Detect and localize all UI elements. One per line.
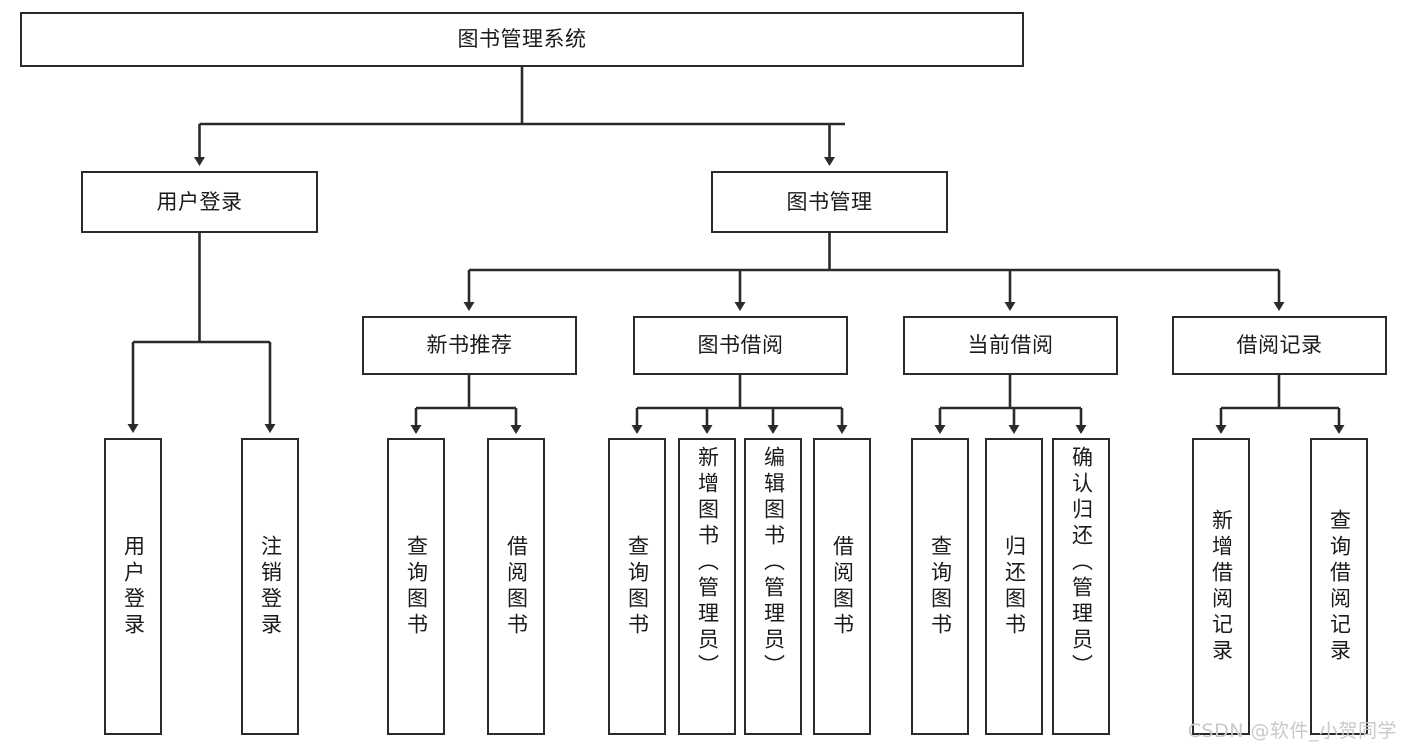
leaf-borrow-book-label: 借阅图书 bbox=[830, 534, 855, 639]
node-book-management-label: 图书管理 bbox=[786, 189, 873, 214]
leaf-logout-label: 注销登录 bbox=[258, 534, 283, 639]
node-new-book-recommend[interactable]: 新书推荐 bbox=[362, 316, 577, 375]
node-new-book-recommend-label: 新书推荐 bbox=[426, 333, 513, 358]
leaf-query-book-current[interactable]: 查询图书 bbox=[911, 438, 969, 735]
leaf-logout[interactable]: 注销登录 bbox=[241, 438, 299, 735]
leaf-query-book-borrow[interactable]: 查询图书 bbox=[608, 438, 666, 735]
edges-new-book-recommend-to-leaves bbox=[410, 375, 522, 434]
edges-user-login-to-leaves bbox=[127, 233, 276, 433]
leaf-query-book-new[interactable]: 查询图书 bbox=[387, 438, 445, 735]
node-book-borrow-label: 图书借阅 bbox=[697, 333, 784, 358]
leaf-return-book-label: 归还图书 bbox=[1002, 534, 1027, 639]
leaf-borrow-book-new-label: 借阅图书 bbox=[504, 534, 529, 639]
leaf-query-book-new-label: 查询图书 bbox=[404, 534, 429, 639]
leaf-confirm-return-admin[interactable]: 确认归还（管理员） bbox=[1052, 438, 1110, 735]
edges-root-to-level2 bbox=[194, 67, 845, 166]
edges-book-management-to-level3 bbox=[463, 233, 1285, 311]
node-current-borrow-label: 当前借阅 bbox=[967, 333, 1054, 358]
edges-book-borrow-to-leaves bbox=[631, 375, 848, 434]
edges-current-borrow-to-leaves bbox=[934, 375, 1087, 434]
leaf-add-borrow-record-label: 新增借阅记录 bbox=[1209, 508, 1234, 665]
node-root[interactable]: 图书管理系统 bbox=[20, 12, 1024, 67]
node-borrow-records-label: 借阅记录 bbox=[1236, 333, 1323, 358]
leaf-query-book-borrow-label: 查询图书 bbox=[625, 534, 650, 639]
leaf-query-borrow-record[interactable]: 查询借阅记录 bbox=[1310, 438, 1368, 735]
leaf-edit-book-admin[interactable]: 编辑图书（管理员） bbox=[744, 438, 802, 735]
leaf-user-login-label: 用户登录 bbox=[121, 534, 146, 639]
node-user-login-label: 用户登录 bbox=[156, 189, 243, 214]
leaf-add-book-admin[interactable]: 新增图书（管理员） bbox=[678, 438, 736, 735]
leaf-add-book-admin-label: 新增图书（管理员） bbox=[695, 446, 720, 680]
node-current-borrow[interactable]: 当前借阅 bbox=[903, 316, 1118, 375]
node-book-borrow[interactable]: 图书借阅 bbox=[633, 316, 848, 375]
leaf-return-book[interactable]: 归还图书 bbox=[985, 438, 1043, 735]
leaf-user-login[interactable]: 用户登录 bbox=[104, 438, 162, 735]
leaf-confirm-return-admin-label: 确认归还（管理员） bbox=[1069, 446, 1094, 680]
node-book-management[interactable]: 图书管理 bbox=[711, 171, 948, 233]
edges-borrow-records-to-leaves bbox=[1215, 375, 1345, 434]
leaf-borrow-book[interactable]: 借阅图书 bbox=[813, 438, 871, 735]
leaf-query-book-current-label: 查询图书 bbox=[928, 534, 953, 639]
leaf-edit-book-admin-label: 编辑图书（管理员） bbox=[761, 446, 786, 680]
node-root-label: 图书管理系统 bbox=[457, 27, 587, 52]
leaf-borrow-book-new[interactable]: 借阅图书 bbox=[487, 438, 545, 735]
leaf-query-borrow-record-label: 查询借阅记录 bbox=[1327, 508, 1352, 665]
leaf-add-borrow-record[interactable]: 新增借阅记录 bbox=[1192, 438, 1250, 735]
node-borrow-records[interactable]: 借阅记录 bbox=[1172, 316, 1387, 375]
node-user-login[interactable]: 用户登录 bbox=[81, 171, 318, 233]
